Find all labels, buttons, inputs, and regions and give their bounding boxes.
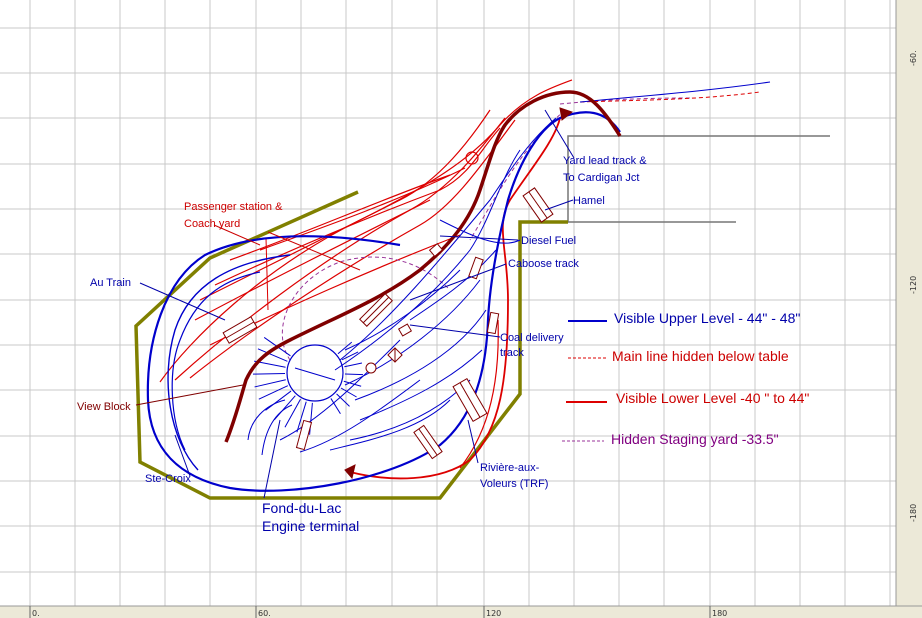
legend-text: Visible Lower Level -40 " to 44" [616, 390, 809, 406]
label-fond-du-lac: Fond-du-Lac [262, 500, 341, 516]
roundhouse-stall [309, 402, 313, 435]
turntable-lead [336, 393, 350, 407]
label-au-train: Au Train [90, 277, 131, 289]
hidden-portal-icon [344, 464, 356, 480]
legend-item-upper: Visible Upper Level - 44" - 48" [568, 310, 800, 326]
turntable-lead [341, 351, 359, 361]
label-coal-delivery: Coal delivery [500, 332, 564, 344]
lower-level-link[interactable] [459, 319, 499, 469]
ruler-bottom: 0. 60. 120 180 [0, 605, 922, 618]
label-yard-lead: To Cardigan Jct [563, 172, 639, 184]
label-yard-lead: Yard lead track & [563, 155, 647, 167]
label-engine-terminal: Engine terminal [262, 518, 359, 534]
ruler-bottom-label: 120 [486, 609, 501, 618]
ruler-bottom-label: 60. [258, 609, 271, 618]
turntable-lead [344, 373, 363, 376]
label-passenger-station: Passenger station & [184, 201, 283, 213]
turntable-lead [330, 398, 341, 414]
lower-level-loop[interactable] [349, 117, 561, 480]
legend: Visible Upper Level - 44" - 48" Main lin… [562, 310, 809, 447]
ruler-right-label: -120 [909, 276, 918, 294]
turntable-lead [337, 341, 353, 355]
label-riviere: Voleurs (TRF) [480, 478, 548, 490]
ruler-right-label: -60. [909, 50, 918, 66]
ruler-bottom-label: 180 [712, 609, 727, 618]
roundhouse-stall [253, 373, 286, 375]
label-coal-delivery: track [500, 347, 524, 359]
ruler-bottom-label: 0. [32, 609, 40, 618]
label-riviere: Rivière-aux- [480, 462, 540, 474]
turntable-lead [340, 387, 357, 398]
roundhouse-stall [265, 390, 292, 411]
label-ste-croix: Ste-Croix [145, 473, 191, 485]
label-hamel: Hamel [573, 195, 605, 207]
upper-level-inner-loop-2[interactable] [171, 271, 261, 451]
leader-lines [135, 109, 575, 499]
legend-item-hidden-main: Main line hidden below table [568, 348, 789, 364]
roundhouse-stall [284, 398, 301, 428]
view-block-fascia[interactable] [134, 190, 568, 500]
label-diesel-fuel: Diesel Fuel [521, 235, 576, 247]
upper-level-inner-loop[interactable] [167, 254, 291, 471]
label-view-block: View Block [77, 401, 131, 413]
main-line[interactable] [224, 90, 622, 443]
label-coach-yard: Coach yard [184, 218, 240, 230]
ruler-right-label: -180 [909, 504, 918, 522]
turntable-lead [343, 380, 362, 387]
roundhouse-stall [254, 379, 286, 388]
map-labels: Yard lead track & To Cardigan Jct Hamel … [77, 155, 647, 534]
label-caboose-track: Caboose track [508, 258, 579, 270]
legend-item-lower: Visible Lower Level -40 " to 44" [566, 390, 809, 406]
structures [222, 107, 574, 480]
roundhouse-stall [258, 385, 289, 400]
legend-item-staging: Hidden Staging yard -33.5" [562, 431, 779, 447]
grid [0, 0, 896, 606]
benchwork-edge [567, 135, 830, 223]
turntable-lead [344, 362, 363, 368]
hidden-portal-icon [559, 107, 574, 121]
ruler-right: -60. -120 -180 [895, 0, 922, 618]
roundhouse-stall [273, 395, 296, 421]
roundhouse-stall [257, 348, 288, 362]
legend-text: Visible Upper Level - 44" - 48" [614, 310, 800, 326]
hidden-main-line[interactable] [579, 91, 761, 103]
legend-text: Hidden Staging yard -33.5" [611, 431, 779, 447]
hidden-staging-yard[interactable] [281, 97, 691, 361]
upper-level-mainline[interactable] [146, 111, 621, 492]
roundhouse-stall [296, 401, 307, 433]
legend-text: Main line hidden below table [612, 348, 789, 364]
